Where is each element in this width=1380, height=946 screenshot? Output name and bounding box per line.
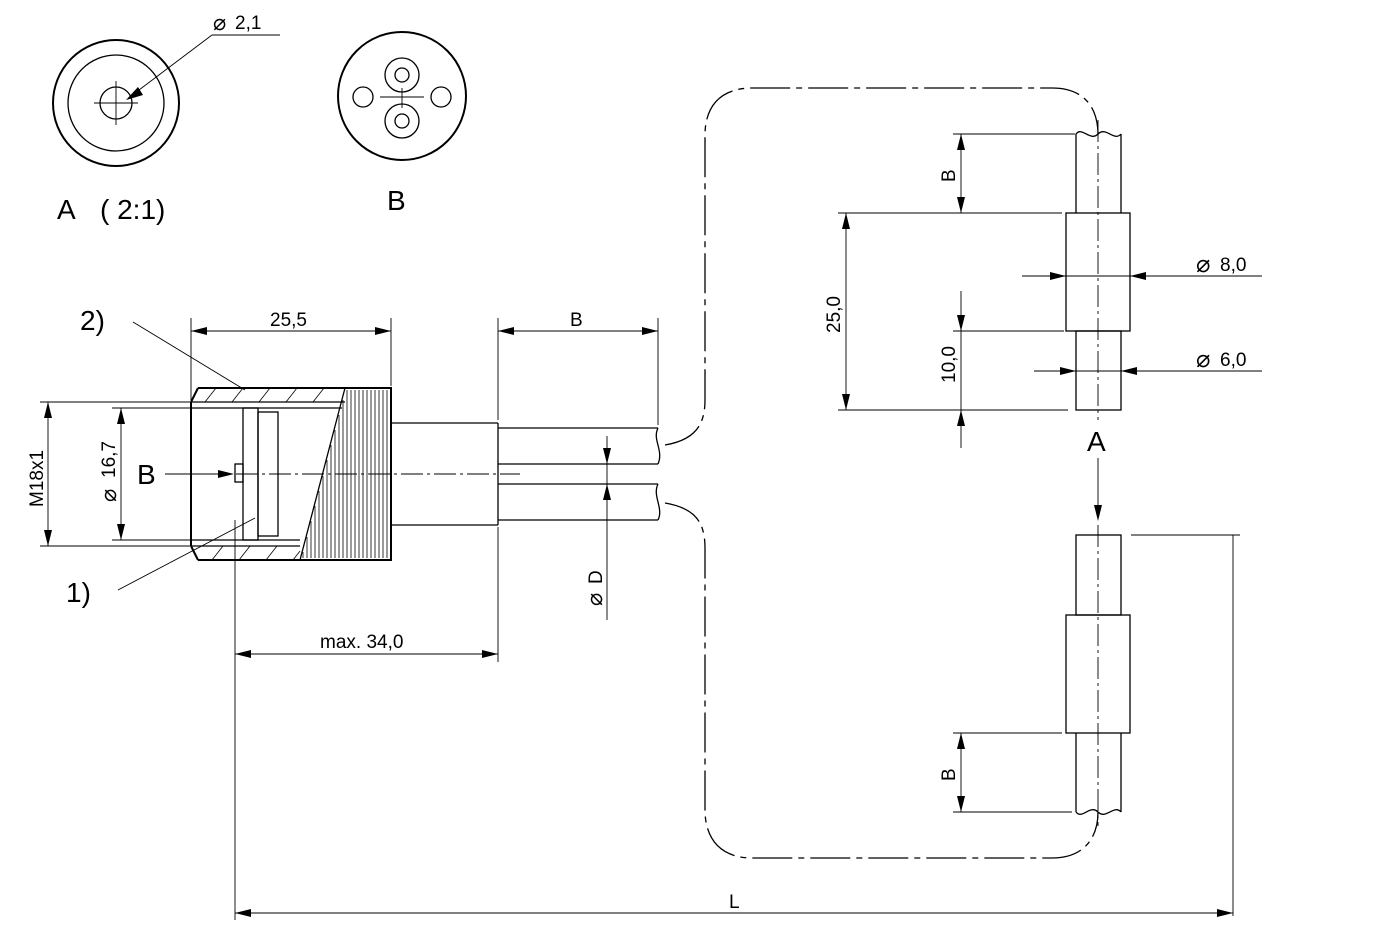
len-10-label: 10,0: [939, 346, 960, 383]
view-a-marker: A: [1087, 426, 1106, 457]
connector-side-view: [170, 387, 661, 561]
hole-dia-label: 2,1: [235, 13, 261, 34]
diameter-icon: ⌀: [1196, 251, 1210, 278]
view-a-title: A: [57, 194, 76, 225]
diameter-icon: ⌀: [96, 489, 121, 502]
thread-label: M18x1: [27, 450, 48, 507]
total-length-label: L: [729, 892, 740, 913]
dia-6-label: 6,0: [1220, 350, 1246, 371]
cable-dia-label: D: [586, 570, 607, 584]
view-a: ⌀ 2,1 A ( 2:1): [52, 10, 280, 225]
detail-b-bottom-label: B: [939, 768, 960, 781]
detail-top: B 25,0 10,0 ⌀ 8,0 ⌀ 6,0 A: [824, 120, 1262, 521]
inner-dia-label: 16,7: [99, 441, 120, 478]
dia-8-label: 8,0: [1220, 255, 1246, 276]
diameter-icon: ⌀: [1196, 346, 1210, 373]
view-b-marker: B: [137, 459, 156, 490]
detail-bottom: B: [939, 525, 1240, 826]
detail-frame: [664, 87, 1099, 859]
view-b: B: [337, 31, 467, 216]
diameter-icon: ⌀: [213, 10, 226, 35]
diameter-icon: ⌀: [582, 593, 607, 606]
callout-2: 2): [80, 305, 105, 336]
nut-length-label: 25,5: [270, 310, 307, 331]
len-25-label: 25,0: [824, 296, 845, 333]
callout-1: 1): [66, 577, 91, 608]
max-length-label: max. 34,0: [320, 632, 403, 653]
detail-b-top-label: B: [939, 169, 960, 182]
view-b-title: B: [387, 185, 406, 216]
view-a-scale: ( 2:1): [100, 194, 165, 225]
cable-b-label: B: [570, 310, 583, 331]
main-dimensions: 25,5 B M18x1 ⌀ 16,7 B ⌀ D: [27, 305, 1234, 920]
